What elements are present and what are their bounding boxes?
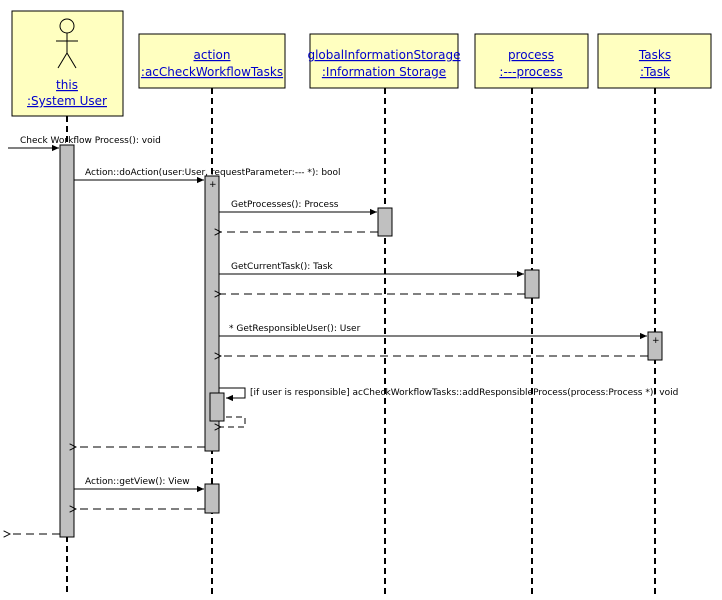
message-getview-label: Action::getView(): View bbox=[85, 477, 190, 487]
object-tasks-name: Tasks bbox=[638, 48, 671, 62]
return-addresponsible-self-arrow bbox=[221, 416, 246, 427]
object-tasks[interactable]: Tasks :Task bbox=[597, 33, 712, 89]
object-user-type: :System User bbox=[27, 94, 107, 108]
message-lines bbox=[8, 144, 648, 534]
object-process[interactable]: process :---process bbox=[474, 33, 589, 89]
message-getresponsible-label: * GetResponsibleUser(): User bbox=[229, 324, 361, 334]
object-action-name: action bbox=[194, 48, 231, 62]
message-addresponsible-label: [if user is responsible] acCheckWorkflow… bbox=[250, 388, 678, 398]
object-gis[interactable]: globalInformationStorage :Information St… bbox=[307, 33, 461, 89]
message-doaction-label: Action::doAction(user:User, requestParam… bbox=[85, 168, 341, 178]
message-addresponsible-self-arrow bbox=[219, 387, 246, 402]
activation-process bbox=[524, 269, 540, 299]
object-process-name: process bbox=[508, 48, 554, 62]
activation-user bbox=[59, 144, 75, 538]
plus-marker-action: + bbox=[209, 180, 217, 190]
actor-icon bbox=[56, 18, 78, 69]
lifelines bbox=[66, 88, 656, 596]
activation-action-main bbox=[204, 175, 220, 452]
activation-tasks bbox=[647, 331, 663, 361]
object-user-name: this bbox=[56, 78, 78, 92]
object-gis-type: :Information Storage bbox=[322, 65, 446, 79]
plus-marker-tasks: + bbox=[652, 336, 660, 346]
message-check-label: Check Workflow Process(): void bbox=[20, 136, 161, 146]
activation-action-self bbox=[209, 392, 225, 422]
object-action[interactable]: action :acCheckWorkflowTasks bbox=[138, 33, 286, 89]
activation-action-view bbox=[204, 483, 220, 514]
object-user[interactable]: this :System User bbox=[11, 10, 124, 117]
object-action-type: :acCheckWorkflowTasks bbox=[141, 65, 283, 79]
message-getcurrenttask-label: GetCurrentTask(): Task bbox=[231, 262, 333, 272]
object-process-type: :---process bbox=[499, 65, 562, 79]
object-tasks-type: :Task bbox=[640, 65, 670, 79]
object-gis-name: globalInformationStorage bbox=[307, 48, 460, 62]
activations bbox=[59, 144, 663, 538]
activation-gis bbox=[377, 207, 393, 237]
message-getprocesses-label: GetProcesses(): Process bbox=[231, 200, 339, 210]
